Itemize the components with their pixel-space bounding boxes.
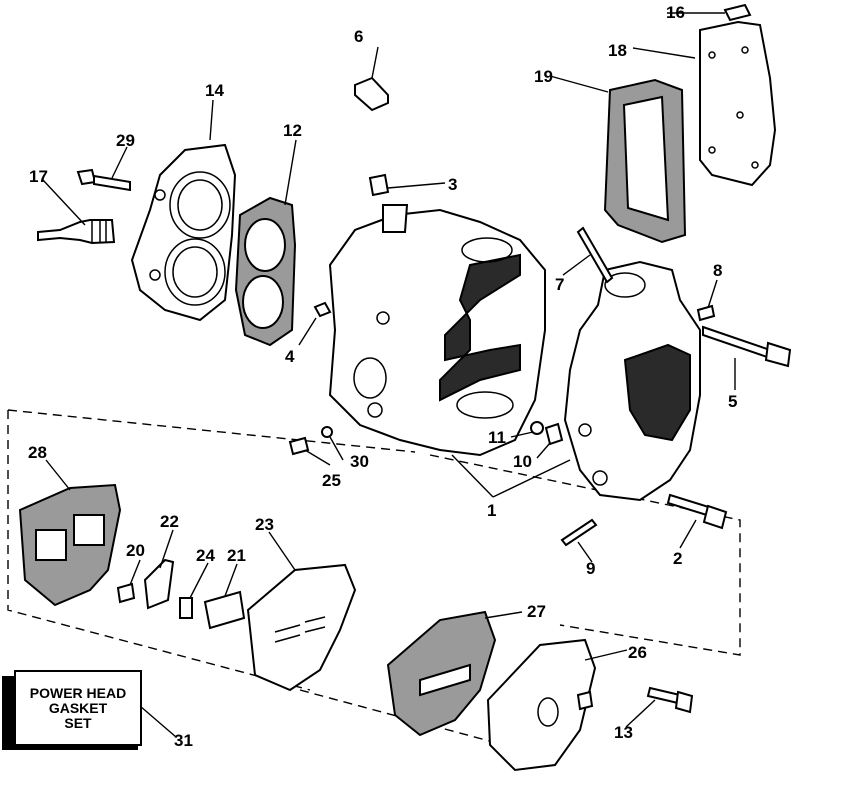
callout-25: 25	[322, 471, 341, 490]
callout-26: 26	[628, 643, 647, 662]
callout-21: 21	[227, 546, 246, 565]
screw-25	[288, 436, 310, 456]
pin-9	[560, 518, 598, 547]
screw-13	[646, 686, 694, 714]
dowel-pin	[354, 76, 389, 112]
spark-plug	[37, 219, 116, 245]
washer-11	[530, 421, 544, 435]
callout-6: 6	[354, 27, 363, 46]
bolt-5	[702, 325, 792, 368]
bracket-24	[179, 597, 193, 619]
callout-27: 27	[527, 602, 546, 621]
callout-11: 11	[488, 428, 506, 447]
crankcase-right	[563, 260, 701, 502]
box-label-line2: GASKET	[48, 699, 108, 716]
assembly-dashed-line	[7, 409, 741, 761]
callout-13: 13	[614, 723, 633, 742]
exhaust-gasket	[386, 610, 497, 737]
callout-2: 2	[673, 549, 682, 568]
cover-gasket-opening	[622, 95, 670, 222]
callout-14: 14	[205, 81, 224, 100]
plug	[368, 173, 390, 197]
callout-24: 24	[196, 546, 215, 565]
exhaust-cover	[486, 638, 597, 772]
screw-20	[116, 582, 136, 604]
cover-plate	[699, 20, 777, 187]
gasket-set-box: POWER HEAD GASKET SET	[2, 670, 142, 750]
callout-29: 29	[116, 131, 135, 150]
bolt-2	[666, 493, 728, 530]
cylinder-head	[130, 143, 237, 322]
callout-1: 1	[487, 501, 496, 520]
head-gasket	[234, 196, 297, 347]
head-bolt	[76, 168, 131, 192]
washer-30	[321, 426, 333, 438]
callout-28: 28	[28, 443, 47, 462]
crankcase-left	[328, 204, 546, 457]
pin-8	[696, 304, 716, 322]
callout-5: 5	[728, 392, 737, 411]
box-bottom	[2, 742, 138, 750]
bushing-10	[544, 422, 564, 446]
callout-16: 16	[666, 3, 685, 22]
leader-lines	[42, 12, 736, 738]
box-side	[2, 676, 14, 748]
cover-screw	[723, 3, 752, 22]
leaf-plate	[246, 563, 357, 692]
reed-stop-22	[143, 558, 175, 610]
callout-23: 23	[255, 515, 274, 534]
intake-gasket	[18, 483, 122, 607]
callout-9: 9	[586, 559, 595, 578]
pin-7	[576, 226, 614, 284]
box-label-line1: POWER HEAD	[29, 684, 127, 701]
callout-22: 22	[160, 512, 179, 531]
box-label-line3: SET	[64, 714, 92, 731]
callout-7: 7	[555, 275, 564, 294]
callout-8: 8	[713, 261, 722, 280]
callout-30: 30	[350, 452, 369, 471]
callout-3: 3	[448, 175, 457, 194]
callout-4: 4	[285, 347, 295, 366]
callout-20: 20	[126, 541, 145, 560]
reed-21	[203, 590, 246, 630]
box-face: POWER HEAD GASKET SET	[14, 670, 142, 746]
callout-17: 17	[29, 167, 48, 186]
plug-4	[313, 301, 332, 318]
callout-12: 12	[283, 121, 302, 140]
callout-19: 19	[534, 67, 553, 86]
callout-10: 10	[513, 452, 532, 471]
callout-31: 31	[174, 731, 193, 750]
callout-18: 18	[608, 41, 627, 60]
